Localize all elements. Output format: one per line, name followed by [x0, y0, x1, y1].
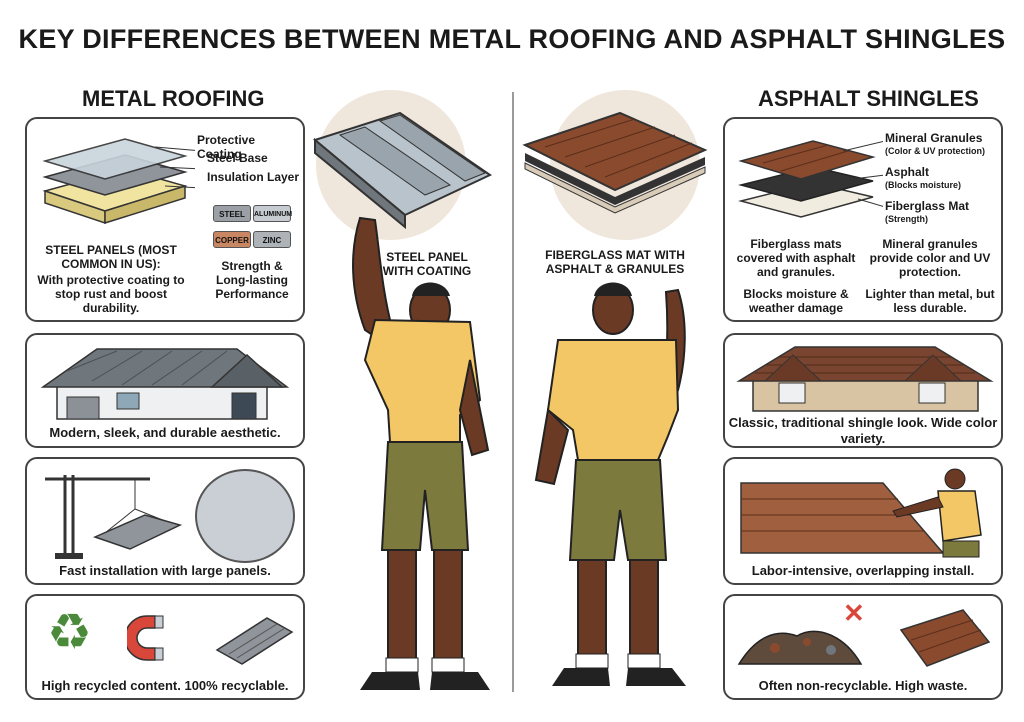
metal-install-card: Fast installation with large panels.: [25, 457, 305, 585]
page-title: KEY DIFFERENCES BETWEEN METAL ROOFING AN…: [18, 24, 1006, 54]
center-divider: [512, 92, 514, 692]
metal-layer-stack-icon: [42, 138, 195, 225]
asphalt-person-illustration: [534, 282, 686, 686]
steel-panels-title: STEEL PANELS (MOST COMMON IN US):: [45, 243, 177, 271]
note-lighter: Lighter than metal, but less durable.: [865, 287, 995, 315]
no-recycle-icon: ✕: [843, 598, 865, 628]
layer-label-fiberglass: Fiberglass Mat: [885, 199, 970, 213]
asphalt-install-caption: Labor-intensive, overlapping install.: [751, 563, 975, 578]
asphalt-heading: ASPHALT SHINGLES: [758, 86, 979, 111]
asphalt-recycle-card: ✕ Often non-recyclable. High waste.: [723, 594, 1003, 700]
metal-scrap-icon: [215, 617, 294, 665]
asphalt-install-card: Labor-intensive, overlapping install.: [723, 457, 1003, 585]
layer-sub-asphalt: (Blocks moisture): [885, 180, 962, 190]
layer-label-granules: Mineral Granules: [885, 131, 983, 145]
steel-panels-desc: With protective coating to stop rust and…: [37, 273, 185, 315]
note-granules: Mineral granules provide color and UV pr…: [869, 237, 991, 279]
layer-sub-fiberglass: (Strength): [885, 214, 928, 224]
metal-heading: METAL ROOFING: [82, 86, 265, 111]
metal-install-caption: Fast installation with large panels.: [59, 563, 271, 578]
crane-icon: [45, 475, 183, 559]
metal-aesthetic-card: Modern, sleek, and durable aesthetic.: [25, 333, 305, 448]
note-moisture: Blocks moisture & weather damage: [743, 287, 849, 315]
metal-person-illustration: [352, 216, 490, 690]
steel-panel-icon: [312, 111, 493, 230]
fiberglass-label: FIBERGLASS MAT WITH ASPHALT & GRANULES: [545, 248, 685, 276]
seam-detail-icon: [195, 469, 295, 563]
metal-recycle-caption: High recycled content. 100% recyclable.: [41, 678, 289, 693]
material-zinc: ZINC: [253, 231, 291, 248]
material-copper: COPPER: [213, 231, 251, 248]
magnet-icon: [127, 615, 164, 661]
layer-sub-granules: (Color & UV protection): [885, 146, 985, 156]
strength-label: Strength & Long-lasting Performance: [215, 259, 289, 301]
recycle-icon: ♻: [47, 604, 92, 660]
metal-aesthetic-caption: Modern, sleek, and durable aesthetic.: [49, 425, 281, 440]
note-fiberglass: Fiberglass mats covered with asphalt and…: [736, 237, 856, 279]
shingle-roof-house-icon: [736, 346, 994, 412]
layer-label-asphalt: Asphalt: [885, 165, 930, 179]
roofer-installing-icon: [740, 468, 982, 558]
waste-pile-icon: [737, 630, 863, 665]
metal-recycle-card: ♻ High recycled content. 100% recyclable…: [25, 594, 305, 700]
asphalt-layers-card: Mineral Granules (Color & UV protection)…: [723, 117, 1003, 322]
asphalt-aesthetic-caption: Classic, traditional shingle look. Wide …: [728, 415, 998, 446]
metal-roof-house-icon: [40, 348, 290, 420]
material-aluminum: ALUMINUM: [253, 205, 292, 222]
shingle-layer-stack-icon: [738, 140, 883, 218]
layer-label-steel: Steel Base: [207, 151, 268, 165]
shingle-sample-icon: [522, 111, 708, 214]
metal-layers-card: Protective Coating Steel Base Insulation…: [25, 117, 305, 322]
shingle-scrap-icon: [899, 609, 991, 667]
asphalt-recycle-caption: Often non-recyclable. High waste.: [758, 678, 968, 693]
steel-panel-label: STEEL PANEL WITH COATING: [382, 250, 472, 278]
layer-label-coating: Protective Coating: [197, 133, 256, 161]
material-steel: STEEL: [213, 205, 251, 222]
asphalt-aesthetic-card: Classic, traditional shingle look. Wide …: [723, 333, 1003, 448]
layer-label-insulation: Insulation Layer: [207, 170, 300, 184]
